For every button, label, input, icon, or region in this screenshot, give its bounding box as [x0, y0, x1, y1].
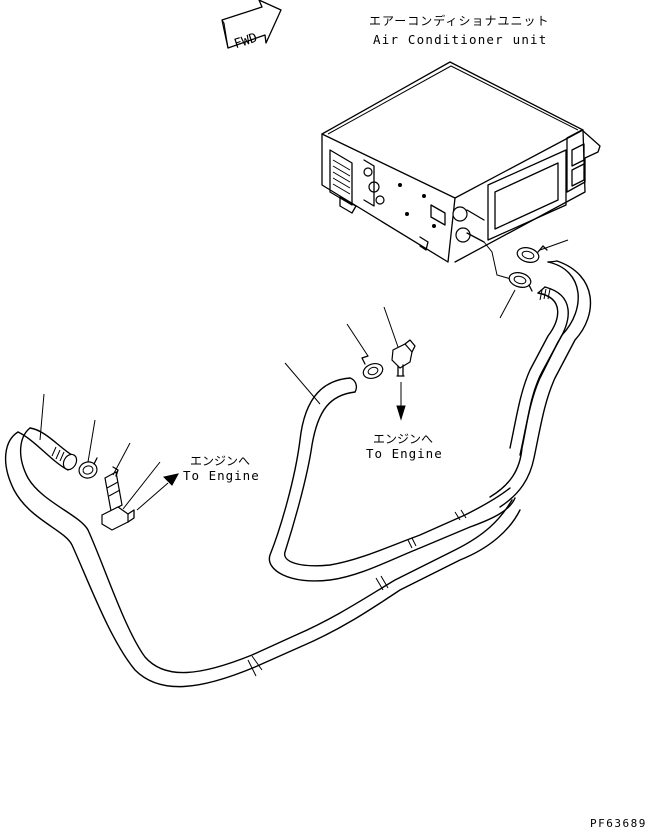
to-engine-arrow-left-icon [136, 473, 179, 511]
hose-middle [268, 377, 516, 582]
hose-clamp-upper-right [516, 245, 548, 263]
straight-fitting-left [104, 466, 123, 512]
hose-clamp-middle [361, 355, 384, 380]
fwd-arrow-icon [221, 0, 282, 49]
hose-right-pair [489, 260, 592, 508]
hose-clamp-lower-right [508, 272, 533, 292]
engine-label-jp-middle: エンジンへ [373, 432, 433, 446]
drawing-number: PF63689 [590, 817, 647, 830]
engine-label-en-middle: To Engine [366, 446, 443, 461]
hose-lower-long [4, 427, 521, 688]
unit-label-en: Air Conditioner unit [373, 32, 548, 47]
fwd-label: FWD [232, 31, 259, 53]
hose-clamp-left [78, 457, 98, 479]
engine-label-jp-left: エンジンへ [190, 454, 250, 468]
unit-label-jp: エアーコンディショナユニット [369, 13, 549, 28]
air-conditioner-unit [321, 61, 601, 263]
hose-left-end [17, 427, 78, 471]
engine-label-en-left: To Engine [183, 468, 260, 483]
to-engine-arrow-middle-icon [396, 382, 406, 421]
elbow-fitting-middle [391, 339, 416, 377]
elbow-fitting-left [101, 506, 135, 531]
